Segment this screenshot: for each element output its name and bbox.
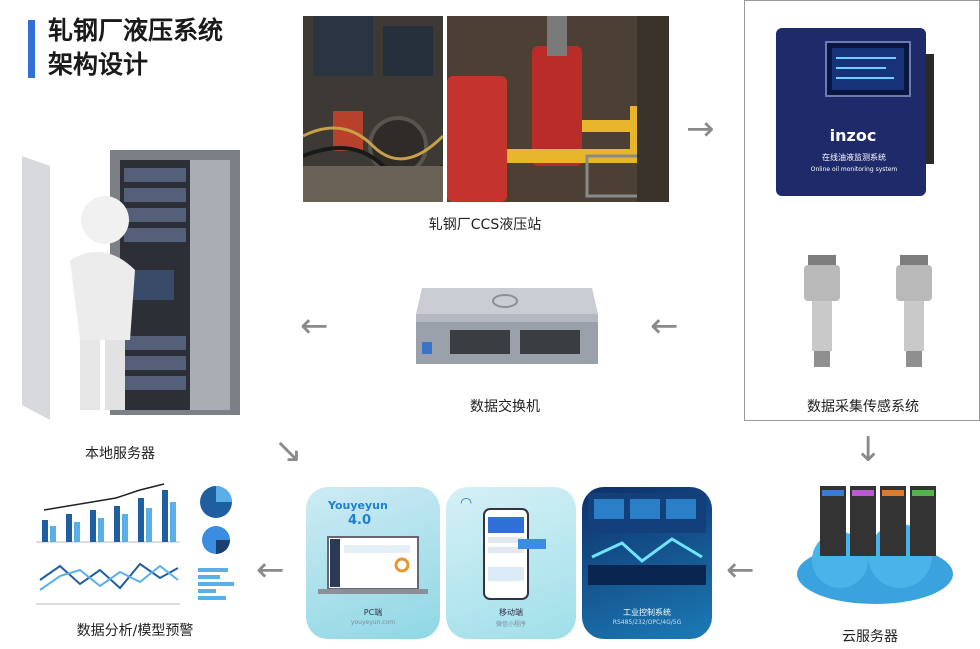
- device-label-cn: 在线油液监测系统: [822, 153, 886, 162]
- title-line-1: 轧钢厂液压系统: [48, 16, 224, 45]
- arrow-left-icon: ←: [650, 306, 679, 346]
- pc-brand: Youyeyun: [328, 499, 388, 512]
- cloud-server-image: [797, 486, 953, 604]
- monitor-cabinet-image: [776, 28, 934, 196]
- arrow-right-icon: →: [686, 109, 715, 149]
- oil-sensor-2: [896, 255, 932, 367]
- pc-platform-card: Youyeyun 4.0 PC端 youyeyun.com: [306, 487, 440, 639]
- device-brand: inzoc: [829, 126, 877, 145]
- pc-sub: youyeyun.com: [350, 619, 396, 626]
- oil-monitor-device: inzoc 在线油液监测系统 Online oil monitoring sys…: [776, 24, 936, 200]
- title-accent-bar: [28, 20, 35, 78]
- phone-icon: [483, 508, 546, 600]
- arrow-down-icon: ↓: [854, 430, 883, 470]
- line-chart-thumbnail: [36, 562, 180, 605]
- hydraulic-filter-image: [447, 16, 669, 202]
- pie-chart-thumbnail: [200, 486, 232, 554]
- hbar-chart-thumbnail: [198, 568, 234, 600]
- local-server-image: [22, 150, 240, 420]
- page-title: 轧钢厂液压系统 架构设计: [48, 14, 223, 82]
- hydraulic-photo-left: [303, 16, 443, 202]
- device-label-en: Online oil monitoring system: [810, 166, 898, 173]
- analysis-charts-image: [36, 483, 234, 605]
- oil-sensor-1: [804, 255, 840, 367]
- mobile-platform-card: ◠ 移动端 微信小程序: [446, 487, 576, 639]
- industrial-label: 工业控制系统: [623, 608, 671, 617]
- hydraulic-photo-right: [447, 16, 669, 202]
- local-server-caption: 本地服务器: [85, 446, 155, 462]
- laptop-icon: [318, 536, 428, 594]
- wifi-icon: ◠: [460, 495, 473, 511]
- pc-label: PC端: [363, 608, 383, 617]
- bar-chart-thumbnail: [36, 483, 180, 543]
- mobile-sub: 微信小程序: [495, 621, 526, 628]
- network-switch-image: [416, 288, 598, 364]
- industrial-sub: RS485/232/OPC/4G/5G: [612, 619, 682, 626]
- analysis-caption: 数据分析/模型预警: [76, 623, 194, 639]
- sensor-system-caption: 数据采集传感系统: [807, 399, 919, 415]
- industrial-platform-card: 工业控制系统 RS485/232/OPC/4G/5G: [582, 487, 712, 639]
- arrow-left-icon: ←: [726, 550, 755, 590]
- oil-sensors-image: [804, 255, 932, 367]
- switch-caption: 数据交换机: [470, 399, 540, 415]
- arrow-down-right-icon: ↘: [274, 431, 303, 471]
- control-room-image: [588, 493, 706, 585]
- hydraulic-station-caption: 轧钢厂CCS液压站: [428, 217, 542, 233]
- title-line-2: 架构设计: [48, 50, 149, 79]
- mobile-label: 移动端: [499, 608, 523, 617]
- hydraulic-valve-image: [303, 16, 443, 202]
- cloud-server-caption: 云服务器: [842, 629, 898, 645]
- arrow-left-icon: ←: [300, 306, 329, 346]
- pc-version: 4.0: [348, 513, 372, 528]
- arrow-left-icon: ←: [256, 550, 285, 590]
